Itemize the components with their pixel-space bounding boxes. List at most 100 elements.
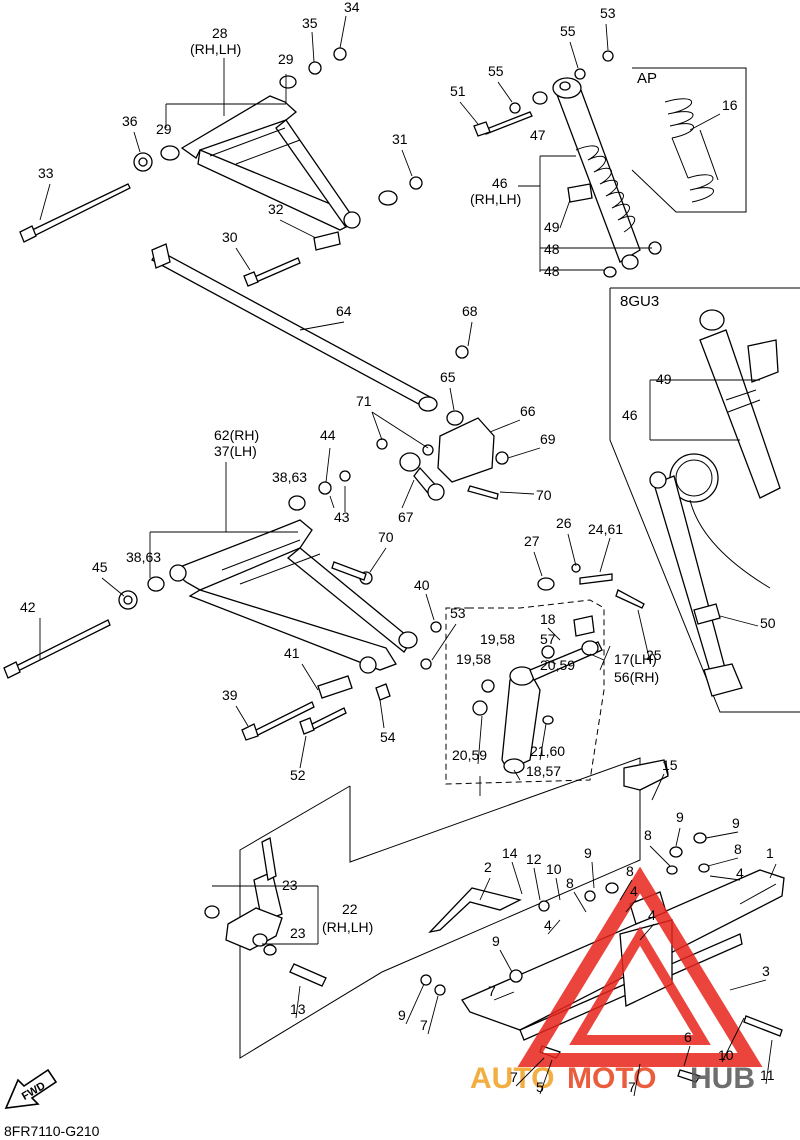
center-bracket (376, 345, 509, 501)
callout-c32: 32 (268, 201, 284, 217)
callout-c46: 46 (492, 175, 508, 191)
leader-line (547, 627, 561, 641)
leader-line (295, 985, 301, 1019)
leader-line (511, 861, 523, 895)
leader-line (573, 891, 587, 913)
leader-line (235, 705, 249, 727)
callout-c1958a: 19,58 (480, 631, 515, 647)
leader-line (591, 861, 595, 889)
callout-c18: 18 (540, 611, 556, 627)
leader-line (479, 877, 491, 901)
callout-c22b: (RH,LH) (322, 919, 373, 935)
callout-c55b: 55 (488, 63, 504, 79)
callout-c62: 62(RH) (214, 427, 259, 443)
callout-c50: 50 (760, 615, 776, 631)
callout-c43: 43 (334, 509, 350, 525)
diagram-code: 8FR7110-G210 (4, 1123, 100, 1139)
callout-c49: 49 (544, 219, 560, 235)
callout-c9c: 9 (732, 815, 740, 831)
leader-line (765, 1039, 773, 1085)
callout-c25: 25 (646, 647, 662, 663)
leader-line (431, 623, 457, 661)
callout-c53b: 53 (450, 605, 466, 621)
callout-c45: 45 (92, 559, 108, 575)
callout-c47: 47 (530, 127, 546, 143)
leader-line (101, 577, 125, 597)
callout-c1857: 18,57 (526, 763, 561, 779)
callout-c28b: (RH,LH) (190, 41, 241, 57)
leader-line (559, 199, 571, 229)
callout-c48b: 48 (544, 263, 560, 279)
leader-line (499, 491, 535, 495)
leader-line (39, 183, 51, 221)
callout-c2059a: 20,59 (540, 657, 575, 673)
callout-c71: 71 (356, 393, 372, 409)
leader-lines (39, 15, 777, 1097)
leader-line (545, 659, 557, 665)
leader-line (499, 949, 513, 973)
callout-c9b: 9 (676, 809, 684, 825)
leader-line (729, 979, 767, 991)
leader-line (547, 919, 561, 935)
leader-line (301, 663, 319, 691)
leader-line (689, 113, 721, 131)
callout-c16: 16 (722, 97, 738, 113)
leader-line (633, 1063, 641, 1097)
leader-line (705, 831, 739, 839)
callout-c1: 1 (766, 845, 774, 861)
ap-box-label: AP (637, 70, 657, 87)
callout-c4b: 4 (736, 865, 744, 881)
watermark-auto-text: AUTO (470, 1062, 554, 1095)
leader-line (405, 983, 425, 1025)
callout-c35: 35 (302, 15, 318, 31)
leader-line (467, 321, 473, 347)
callout-c67: 67 (398, 509, 414, 525)
callout-c70a: 70 (536, 487, 552, 503)
callout-c26: 26 (556, 515, 572, 531)
leader-line (625, 899, 637, 913)
spindle-assembly-box (445, 563, 645, 785)
leader-line (371, 411, 429, 449)
leader-line (401, 149, 413, 177)
callout-c8a: 8 (626, 863, 634, 879)
leader-line (449, 387, 455, 411)
leader-line (325, 447, 331, 483)
callout-c11: 11 (760, 1067, 775, 1083)
callout-c46b: (RH,LH) (470, 191, 521, 207)
ap-spring-box (631, 67, 747, 213)
leader-line (497, 81, 513, 103)
leader-line (371, 411, 383, 441)
callout-c68: 68 (462, 303, 478, 319)
callout-c8d: 8 (734, 841, 742, 857)
leader-line (589, 653, 605, 661)
callout-c6: 6 (684, 1029, 692, 1045)
leader-line (427, 995, 439, 1035)
leader-line (299, 735, 307, 769)
leader-line (507, 447, 541, 459)
leader-line (133, 131, 141, 153)
callout-c23a: 23 (282, 877, 298, 893)
callout-c65: 65 (440, 369, 456, 385)
leader-line (459, 101, 479, 125)
callout-c8b: 8 (566, 875, 574, 891)
ski-spindle-assembly (204, 757, 641, 1059)
callout-labels: 28(RH,LH)292935343633313230535555514746(… (20, 0, 776, 1095)
callout-c66: 66 (520, 403, 536, 419)
callout-c39: 39 (222, 687, 238, 703)
leader-line (401, 479, 415, 509)
leader-line (489, 419, 521, 433)
upper-arm-assembly (19, 47, 423, 287)
leader-line (683, 1045, 691, 1067)
callout-c3863b: 38,63 (126, 549, 161, 565)
leader-line (329, 495, 335, 509)
callout-c69: 69 (540, 431, 556, 447)
callout-c41: 41 (284, 645, 300, 661)
leader-line (235, 247, 251, 271)
callout-c5: 5 (536, 1079, 544, 1095)
leader-line (599, 645, 611, 671)
callout-c2059b: 20,59 (452, 747, 487, 763)
callout-c55a: 55 (560, 23, 576, 39)
callout-c40: 40 (414, 577, 430, 593)
leader-line (709, 875, 741, 881)
leader-line (379, 699, 385, 729)
